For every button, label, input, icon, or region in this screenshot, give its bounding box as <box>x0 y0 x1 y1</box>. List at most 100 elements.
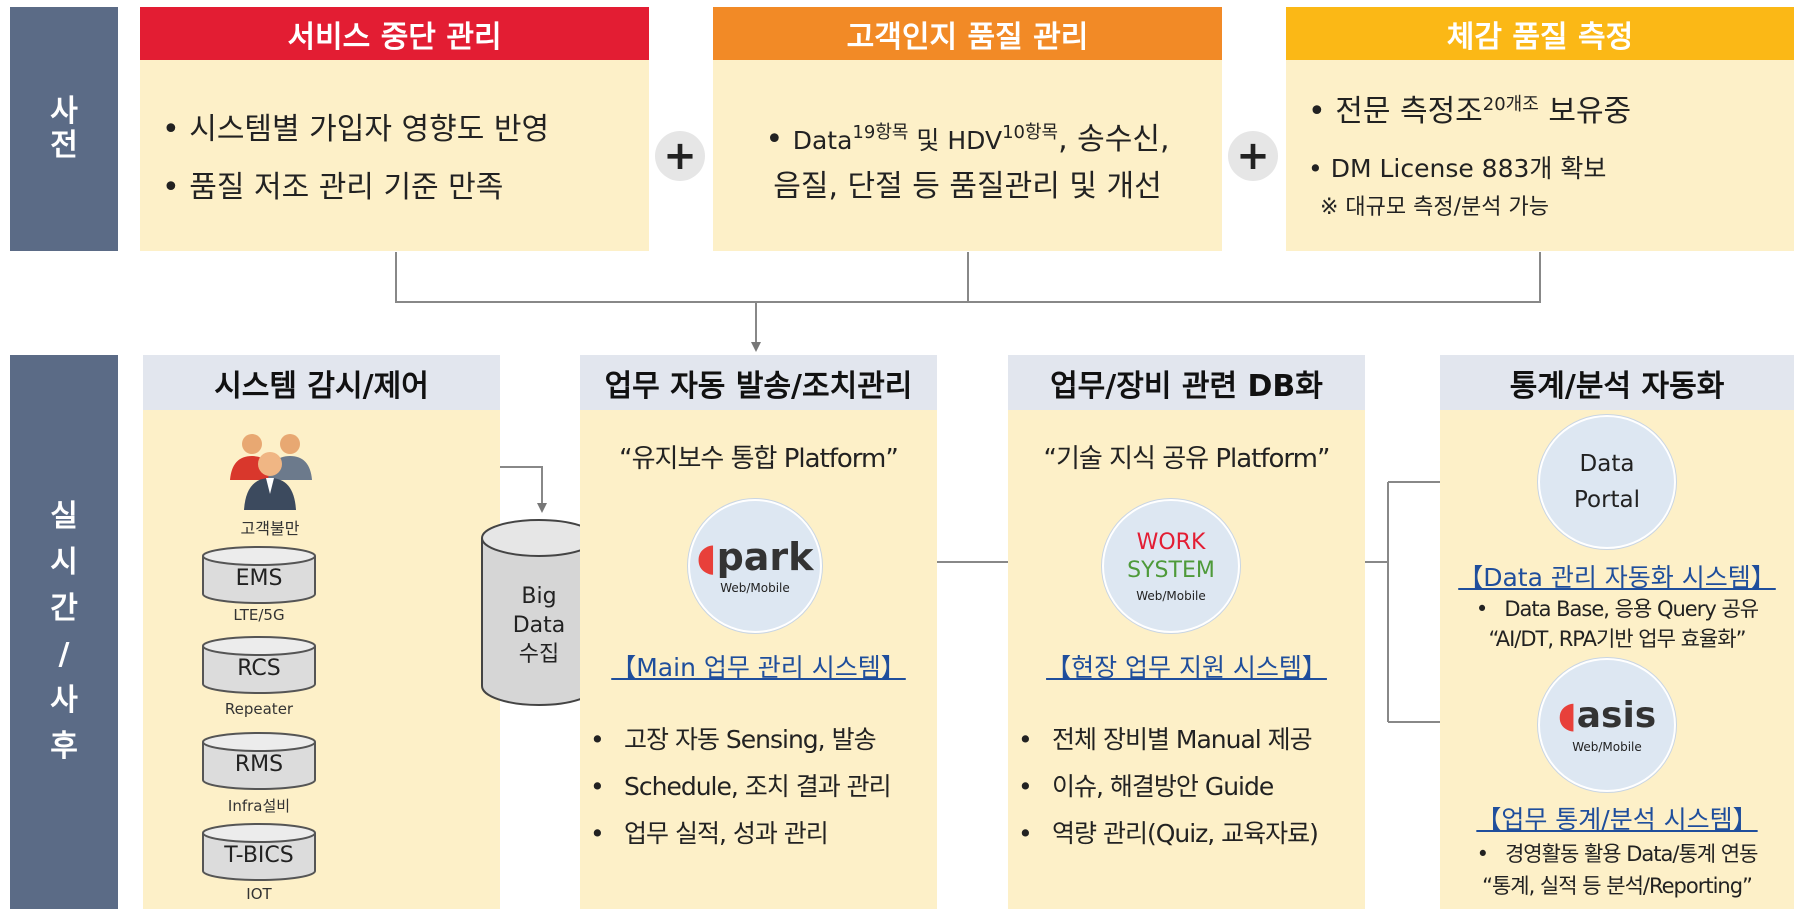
stats-system-desc: • 경영활동 활용 Data/통계 연동 “통계, 실적 등 분석/Report… <box>1440 838 1794 902</box>
work-logo-line2: SYSTEM <box>1127 558 1215 583</box>
desc-line: • 경영활동 활용 Data/통계 연동 <box>1476 842 1759 866</box>
desc-line: • Data Base, 응용 Query 공유 <box>1475 597 1759 621</box>
service-outage-title: 서비스 중단 관리 <box>287 19 502 55</box>
system-rcs: RCS <box>202 636 316 694</box>
cylinder-icon <box>202 636 316 694</box>
park-logo-sub: Web/Mobile <box>720 581 790 595</box>
experience-quality-note: ※ 대규모 측정/분석 가능 <box>1320 195 1549 220</box>
text-part: 및 HDV <box>908 126 1003 155</box>
auto-title: 업무 자동 발송/조치관리 <box>604 368 913 404</box>
system-name: T-BICS <box>224 843 294 868</box>
portal-line1: Data <box>1579 451 1635 477</box>
customer-quality-title: 고객인지 품질 관리 <box>846 19 1089 55</box>
stats-system-link[interactable]: 【업무 통계/분석 시스템】 <box>1476 805 1758 834</box>
plus-label: + <box>663 133 697 179</box>
text-sup: 20개조 <box>1482 94 1539 115</box>
customer-quality-line2: 음질, 단절 등 품질관리 및 개선 <box>773 169 1162 204</box>
q-icon: ◖ <box>696 535 717 579</box>
experience-quality-body: • 전문 측정조20개조 보유중 • DM License 883개 확보 ※ … <box>1286 60 1794 251</box>
list-item: 이슈, 해결방안 Guide <box>1018 763 1363 810</box>
portal-line2: Portal <box>1573 487 1641 513</box>
experience-quality-header: 체감 품질 측정 <box>1286 7 1794 60</box>
db-title: 업무/장비 관련 DB화 <box>1050 368 1323 404</box>
plus-label: + <box>1236 133 1270 179</box>
sidebar-post-char: 후 <box>50 729 78 764</box>
asis-logo-mark: ◖asis <box>1558 696 1656 736</box>
main-system-link[interactable]: 【Main 업무 관리 시스템】 <box>611 653 906 682</box>
park-logo-mark: ◖park <box>697 537 814 577</box>
bigdata-line: Big <box>521 584 557 609</box>
data-mgmt-desc: • Data Base, 응용 Query 공유 “AI/DT, RPA기반 업… <box>1440 594 1794 654</box>
db-header: 업무/장비 관련 DB화 <box>1008 355 1365 410</box>
system-label: Infra설비 <box>227 797 291 815</box>
experience-quality-line2: • DM License 883개 확보 <box>1308 154 1607 183</box>
system-ems: EMS <box>202 546 316 604</box>
sidebar-post-char: 사 <box>50 683 78 718</box>
text-part: Data <box>792 126 853 155</box>
list-item: 역량 관리(Quiz, 교육자료) <box>1018 810 1363 857</box>
desc-line: “통계, 실적 등 분석/Reporting” <box>1482 874 1753 898</box>
service-outage-bullet: 품질 저조 관리 기준 만족 <box>162 164 649 212</box>
auto-quote: “유지보수 통합 Platform” <box>619 444 899 474</box>
cylinder-icon <box>202 823 316 881</box>
sidebar-post-char: 실 <box>50 499 78 534</box>
system-name: EMS <box>235 566 283 591</box>
text-part: , 송수신, <box>1058 122 1170 157</box>
db-bullets: 전체 장비별 Manual 제공 이슈, 해결방안 Guide 역량 관리(Qu… <box>1018 716 1363 857</box>
system-label: IOT <box>246 885 272 903</box>
sidebar-pre-char: 사 <box>50 94 78 129</box>
customer-people-icon <box>230 434 312 510</box>
system-rms: RMS <box>202 732 316 790</box>
customer-quality-body: • Data19항목 및 HDV10항목, 송수신, 음질, 단절 등 품질관리… <box>713 60 1222 251</box>
bigdata-line: Data <box>512 613 566 638</box>
system-label: LTE/5G <box>233 606 285 624</box>
customer-quality-header: 고객인지 품질 관리 <box>713 7 1222 60</box>
stats-header: 통계/분석 자동화 <box>1440 355 1794 410</box>
desc-line: “AI/DT, RPA기반 업무 효율화” <box>1488 627 1747 651</box>
cylinder-icon <box>202 732 316 790</box>
system-label: Repeater <box>224 700 294 718</box>
auto-bullets: 고장 자동 Sensing, 발송 Schedule, 조치 결과 관리 업무 … <box>590 716 935 857</box>
system-name: RMS <box>234 752 284 777</box>
monitor-title: 시스템 감시/제어 <box>214 368 429 404</box>
work-logo-line1: WORK <box>1136 530 1206 555</box>
text-sup: 10항목 <box>1002 122 1059 143</box>
field-system-link[interactable]: 【현장 업무 지원 시스템】 <box>1046 653 1327 682</box>
text-sup: 19항목 <box>852 122 909 143</box>
work-system-logo: WORK SYSTEM Web/Mobile <box>1102 499 1240 633</box>
service-outage-body: 시스템별 가입자 영향도 반영 품질 저조 관리 기준 만족 <box>140 60 649 251</box>
service-outage-header: 서비스 중단 관리 <box>140 7 649 60</box>
plus-icon: + <box>655 131 705 181</box>
text-part: 전문 측정조 <box>1335 94 1483 129</box>
bigdata-line: 수집 <box>518 642 560 667</box>
sidebar-post-char: / <box>58 637 70 672</box>
text-part: 보유중 <box>1538 94 1632 129</box>
bigdata-label: Big Data 수집 <box>480 582 598 669</box>
cylinder-icon <box>202 546 316 604</box>
sidebar-post: 실 시 간 / 사 후 <box>10 355 118 909</box>
work-logo-sub: Web/Mobile <box>1136 589 1206 603</box>
service-outage-bullet: 시스템별 가입자 영향도 반영 <box>162 106 649 154</box>
experience-quality-line1: • 전문 측정조20개조 보유중 <box>1308 94 1632 129</box>
sidebar-post-char: 시 <box>50 545 78 580</box>
db-quote: “기술 지식 공유 Platform” <box>1043 444 1331 474</box>
list-item: 업무 실적, 성과 관리 <box>590 810 935 857</box>
desc-text: Data Base, 응용 Query 공유 <box>1504 597 1759 621</box>
data-mgmt-link[interactable]: 【Data 관리 자동화 시스템】 <box>1458 563 1776 592</box>
plus-icon: + <box>1228 131 1278 181</box>
list-item: 전체 장비별 Manual 제공 <box>1018 716 1363 763</box>
desc-text: 경영활동 활용 Data/통계 연동 <box>1504 842 1758 866</box>
sidebar-post-char: 간 <box>50 591 78 626</box>
customer-quality-line1: • Data19항목 및 HDV10항목, 송수신, <box>765 122 1170 157</box>
system-name: RCS <box>237 656 281 681</box>
experience-quality-title: 체감 품질 측정 <box>1446 19 1634 55</box>
complaint-label: 고객불만 <box>240 519 300 538</box>
park-logo: ◖park Web/Mobile <box>688 499 822 633</box>
monitor-header: 시스템 감시/제어 <box>143 355 500 410</box>
sidebar-pre-char: 전 <box>50 128 78 163</box>
bigdata-store: Big Data 수집 <box>480 518 598 708</box>
list-item: 고장 자동 Sensing, 발송 <box>590 716 935 763</box>
text-part: DM License 883개 확보 <box>1330 154 1607 183</box>
asis-logo: ◖asis Web/Mobile <box>1538 658 1676 792</box>
